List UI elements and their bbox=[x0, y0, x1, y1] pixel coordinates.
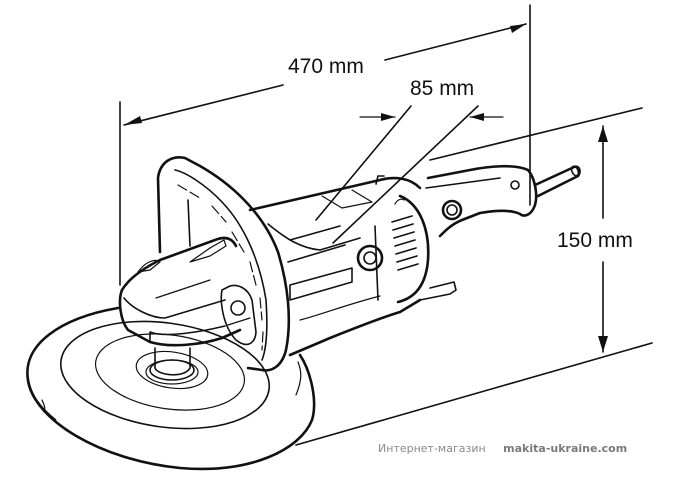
vent-slots bbox=[391, 215, 419, 271]
spindle bbox=[145, 347, 199, 385]
arrowhead-85-right-icon bbox=[470, 113, 484, 121]
height-dimension bbox=[295, 107, 653, 446]
dimension-label-length: 470 mm bbox=[288, 55, 364, 78]
loop-handle bbox=[156, 156, 291, 372]
dimension-label-width: 85 mm bbox=[410, 77, 475, 100]
arrowhead-right-icon bbox=[510, 24, 526, 33]
watermark-shop-label: Интернет-магазин bbox=[378, 442, 486, 455]
vent-section bbox=[356, 194, 430, 304]
extension-150-bottom bbox=[295, 342, 653, 446]
gear-head bbox=[118, 236, 242, 347]
side-knob-icon bbox=[441, 199, 463, 221]
watermark-site-link: makita-ukraine.com bbox=[503, 442, 628, 455]
rear-handle bbox=[419, 164, 538, 301]
arrowhead-down-icon bbox=[598, 336, 608, 352]
extension-150-top bbox=[429, 107, 643, 161]
watermark: Интернет-магазин makita-ukraine.com bbox=[378, 442, 627, 455]
power-cord bbox=[533, 165, 581, 198]
extension-85-right bbox=[332, 105, 479, 244]
width-dimension bbox=[315, 105, 504, 244]
extension-85-left bbox=[315, 105, 412, 221]
arrowhead-left-icon bbox=[124, 116, 142, 125]
arrowhead-85-left-icon bbox=[381, 113, 395, 121]
motor-housing bbox=[248, 175, 422, 357]
dimension-line-right bbox=[384, 23, 527, 61]
lock-button-icon bbox=[356, 244, 384, 272]
length-dimension bbox=[119, 4, 531, 286]
dimension-label-height: 150 mm bbox=[557, 229, 633, 252]
polishing-pad bbox=[26, 306, 316, 471]
arrowhead-up-icon bbox=[598, 126, 608, 142]
dimension-line-left bbox=[123, 84, 284, 126]
